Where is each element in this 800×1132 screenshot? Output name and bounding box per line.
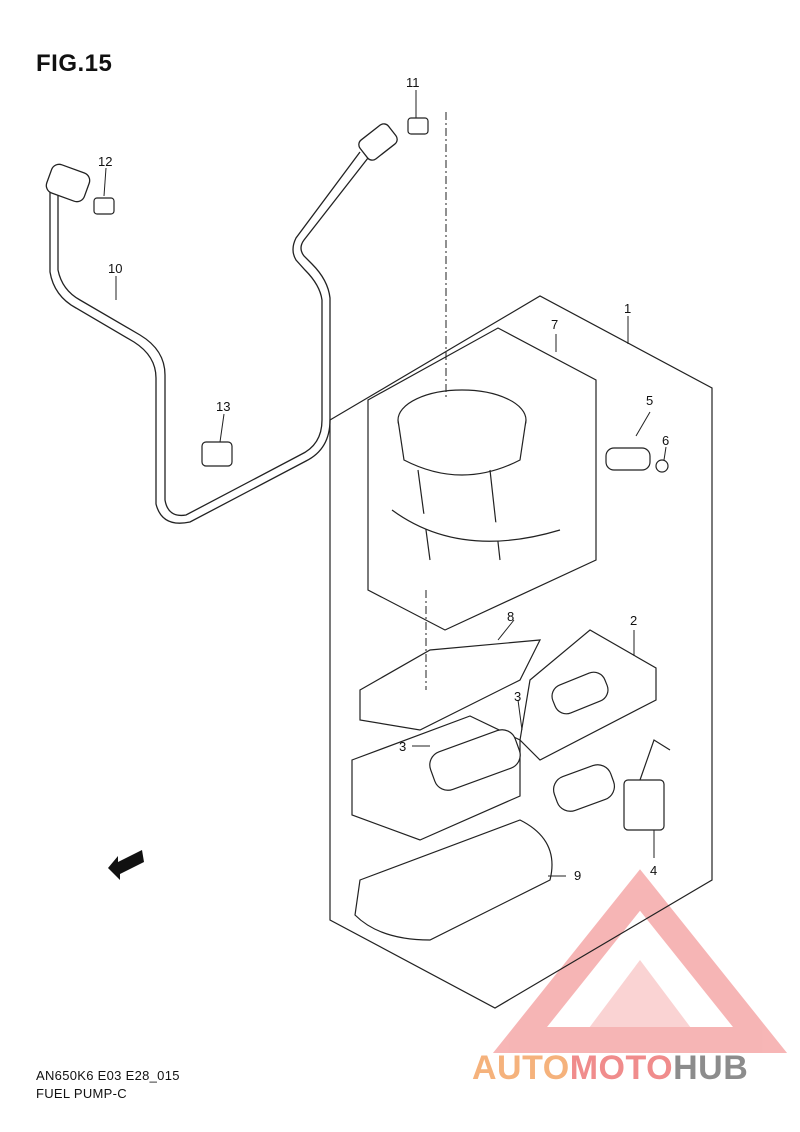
callout-6: 6 [662,433,670,448]
brand-part-hub: HUB [673,1049,749,1087]
callout-3a: 3 [514,689,522,704]
callout-7: 7 [551,317,559,332]
filter-housing-8 [359,639,542,731]
callout-8: 8 [507,609,515,624]
figure-title: FIG.15 [36,50,113,77]
fwd-arrow [108,850,144,880]
footer-name: FUEL PUMP-C [36,1086,127,1101]
callout-9: 9 [574,868,582,883]
callout-1: 1 [624,301,632,316]
regulator-5 [605,447,669,473]
footer-code: AN650K6 E03 E28_015 [36,1068,180,1083]
callout-2: 2 [630,613,638,628]
clip-11 [407,117,429,135]
callout-10: 10 [108,261,123,276]
callout-12: 12 [98,154,113,169]
callout-11: 11 [406,75,420,90]
pump-outline-7 [367,327,597,631]
assembly-outline-1 [329,295,713,1009]
brand-part-moto: MOTO [569,1049,674,1087]
lower-case-9 [354,819,553,941]
clip-13 [201,441,233,467]
callout-5: 5 [646,393,654,408]
clip-12 [93,197,115,215]
callout-13: 13 [216,399,231,414]
callout-4: 4 [650,863,658,878]
fuel-hose-10 [45,123,398,524]
leader-lines [103,90,667,877]
pump-flange [391,389,561,561]
strainer [429,729,521,791]
sender-4 [552,739,671,831]
callout-3b: 3 [399,739,407,754]
watermark-logo [492,869,788,1053]
brand-part-auto: AUTO [472,1049,570,1087]
watermark-brand: AUTOMOTOHUB [472,1049,748,1088]
pump-motor [551,671,609,715]
bracket-outline [351,715,521,841]
